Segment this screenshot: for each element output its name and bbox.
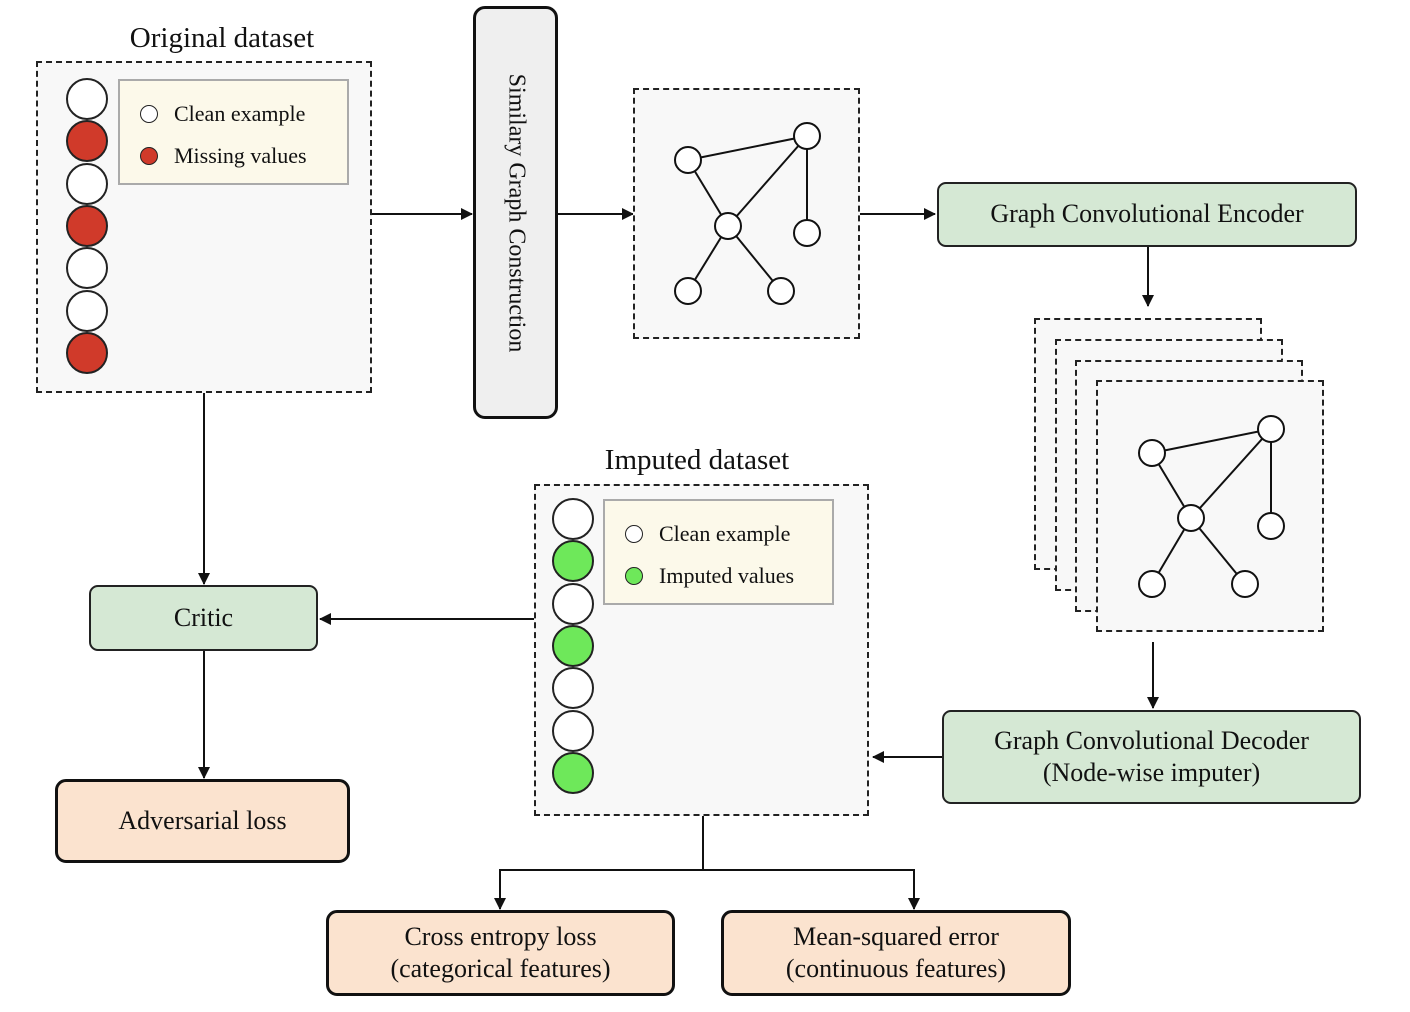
critic-box: Critic xyxy=(89,585,318,651)
imputed-legend: Clean example Imputed values xyxy=(603,499,834,605)
mse-label-line2: (continuous features) xyxy=(785,954,1007,983)
missing-dot-icon xyxy=(140,147,158,165)
original-missing-circle xyxy=(66,204,108,247)
imputed-imputed-circle xyxy=(552,624,594,667)
decoder-label-line1: Graph Convolutional Decoder xyxy=(994,725,1309,755)
encoder-label: Graph Convolutional Encoder xyxy=(990,199,1304,229)
graph-layer-stack-4 xyxy=(1096,380,1324,632)
imputed-dataset-title: Imputed dataset xyxy=(604,444,790,476)
original-missing-circle xyxy=(66,120,108,163)
legend-missing-label: Missing values xyxy=(174,143,307,168)
legend-missing-row: Missing values xyxy=(140,143,307,169)
clean-dot-icon xyxy=(625,525,643,543)
graph-convolutional-decoder-box: Graph Convolutional Decoder (Node-wise i… xyxy=(942,710,1361,804)
original-missing-circle xyxy=(66,331,108,374)
legend-imputed-row: Imputed values xyxy=(625,563,794,589)
legend-imputed-label: Imputed values xyxy=(659,563,795,588)
mean-squared-error-box: Mean-squared error (continuous features) xyxy=(721,910,1071,996)
arrow-imputed-to-mse xyxy=(703,869,920,910)
original-legend: Clean example Missing values xyxy=(118,79,349,185)
clean-dot-icon xyxy=(140,105,158,123)
imputed-imputed-circle xyxy=(552,751,594,794)
original-clean-circle xyxy=(66,78,108,120)
imputed-clean-circle xyxy=(552,667,594,710)
cross-entropy-label-line2: (categorical features) xyxy=(390,954,611,983)
arrow-imputed-to-cross-entropy xyxy=(494,816,704,910)
cross-entropy-label-line1: Cross entropy loss xyxy=(404,921,597,951)
cross-entropy-loss-box: Cross entropy loss (categorical features… xyxy=(326,910,675,996)
imputed-dot-icon xyxy=(625,567,643,585)
similarity-graph-construction-box: Similary Graph Construction xyxy=(473,6,558,419)
graph-convolutional-encoder-box: Graph Convolutional Encoder xyxy=(937,182,1357,247)
similarity-graph-panel xyxy=(633,88,860,339)
legend-clean-row: Clean example xyxy=(625,521,790,547)
decoder-label-line2: (Node-wise imputer) xyxy=(1042,758,1261,787)
mse-label-line1: Mean-squared error xyxy=(793,921,999,951)
original-clean-circle xyxy=(66,162,108,205)
adversarial-loss-box: Adversarial loss xyxy=(55,779,350,863)
original-clean-circle xyxy=(66,247,108,290)
imputed-clean-circle xyxy=(552,709,594,752)
imputed-clean-circle xyxy=(552,498,594,540)
adversarial-loss-label: Adversarial loss xyxy=(118,805,287,835)
legend-clean-label: Clean example xyxy=(174,101,306,126)
legend-clean-row: Clean example xyxy=(140,101,305,127)
original-clean-circle xyxy=(66,289,108,332)
imputed-clean-circle xyxy=(552,582,594,625)
original-dataset-title: Original dataset xyxy=(129,22,315,54)
legend-clean-label: Clean example xyxy=(659,521,791,546)
imputed-imputed-circle xyxy=(552,540,594,583)
critic-label: Critic xyxy=(173,602,234,632)
